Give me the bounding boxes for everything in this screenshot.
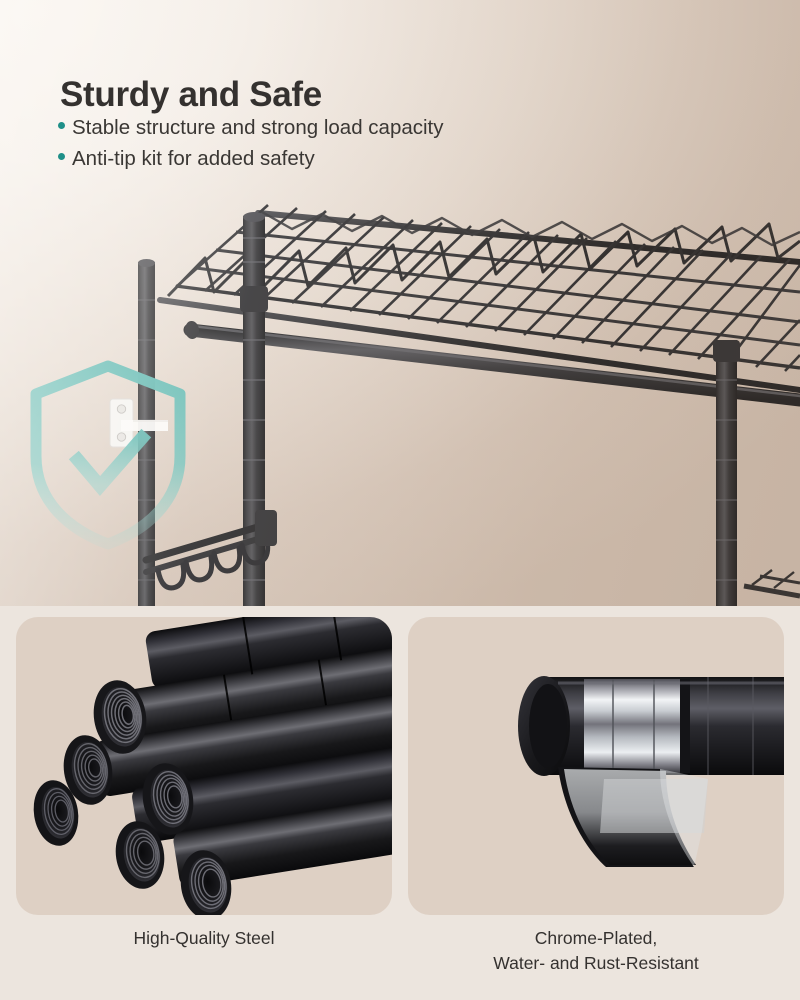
lower-shelf-hint — [743, 569, 800, 599]
caption-high-quality-steel: High-Quality Steel — [16, 926, 392, 951]
feature-bullet-list: Stable structure and strong load capacit… — [58, 112, 444, 174]
tube-mouths — [33, 680, 232, 915]
caption-line: High-Quality Steel — [133, 928, 275, 948]
bullet-dot-icon — [58, 122, 65, 129]
bullet-dot-icon — [58, 153, 65, 160]
page-title: Sturdy and Safe — [60, 75, 322, 115]
card-chrome-plated — [408, 617, 784, 915]
post-right — [713, 340, 740, 606]
shield-check-icon — [30, 360, 186, 550]
card-high-quality-steel — [16, 617, 392, 915]
chrome-plated-tube-cutaway-image — [518, 676, 784, 867]
hero-section: Sturdy and Safe Stable structure and str… — [0, 0, 800, 606]
list-item: Stable structure and strong load capacit… — [58, 112, 444, 143]
bullet-text: Stable structure and strong load capacit… — [72, 116, 444, 139]
caption-line: Chrome-Plated, — [534, 928, 658, 948]
list-item: Anti-tip kit for added safety — [58, 143, 444, 174]
black-steel-tubes-bundle-image — [33, 617, 392, 915]
feature-cards-section: High-Quality Steel — [0, 606, 800, 1000]
bullet-text: Anti-tip kit for added safety — [72, 147, 315, 170]
caption-line: Water- and Rust-Resistant — [493, 953, 699, 973]
caption-chrome-plated: Chrome-Plated, Water- and Rust-Resistant — [408, 926, 784, 976]
